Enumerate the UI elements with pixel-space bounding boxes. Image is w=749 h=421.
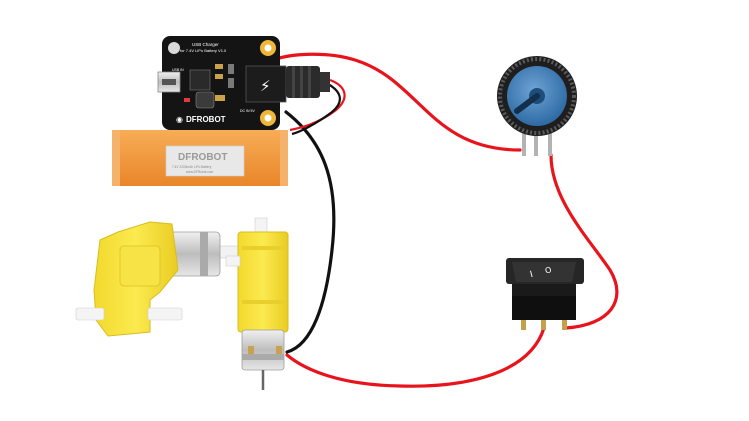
motor-right-can-band [242, 354, 284, 360]
switch-on-mark: I [529, 270, 534, 280]
switch-body-shade [512, 296, 576, 320]
pot-pin-right [548, 132, 552, 156]
mount-hole-top-left [168, 42, 180, 54]
dfrobot-logo-icon: ◉ [176, 115, 183, 124]
motor-right-side-axle [225, 255, 241, 267]
motor-right-gearbox-rib-1 [242, 246, 284, 250]
dc-barrel-ridge-1 [292, 66, 295, 98]
switch-rocker [512, 262, 576, 282]
motor-left-shaft-left [75, 307, 105, 321]
motor-right-terminal-left [248, 346, 254, 354]
switch-pin-middle [541, 314, 546, 330]
switch-pin-left [521, 314, 526, 330]
pot-pin-middle [534, 134, 538, 156]
charger-brand: DFROBOT [186, 115, 226, 124]
lightning-icon: ⚡ [260, 77, 271, 95]
battery-label [165, 145, 245, 177]
motor-left-gearbox-rib [119, 245, 161, 287]
dc-barrel-ridge-2 [300, 66, 303, 98]
status-led [184, 98, 190, 102]
smd-component-2 [215, 74, 223, 79]
dc-barrel-tip [320, 72, 330, 92]
black-wire-charger-to-motor [284, 110, 336, 354]
smd-component-4 [228, 78, 234, 88]
geared-motor-left [75, 221, 241, 337]
charger-chip [189, 69, 211, 91]
motor-left-can-band [200, 232, 208, 276]
pot-pointer [514, 93, 540, 114]
lipo-battery: DFROBOT 7.4V 2200mAh LiPo Battery www.DF… [112, 130, 288, 186]
switch-pin-right [562, 314, 567, 330]
charger-title-line1: USB Charger [192, 42, 219, 47]
mount-hole-top-right-inner [264, 44, 272, 52]
motor-left-shaft-right [147, 307, 183, 321]
rocker-switch: I O [506, 258, 584, 330]
geared-motor-right [225, 217, 289, 390]
usb-label: USB IN [172, 68, 184, 72]
potentiometer [497, 56, 577, 156]
battery-left-cap [112, 130, 120, 186]
smd-component-1 [215, 64, 223, 69]
usb-charger-board: USB Charger for 7.4V LiPo Battery V1.0 U… [157, 36, 330, 130]
switch-off-mark: O [544, 265, 552, 275]
wires [266, 52, 619, 388]
pot-pin-left [522, 132, 526, 156]
dc-label: DC IN 5V [240, 109, 255, 113]
battery-detail-line2: www.DFRobot.com [186, 170, 214, 174]
battery-right-cap [280, 130, 288, 186]
battery-detail-line1: 7.4V 2200mAh LiPo Battery [172, 165, 212, 169]
smd-component-3 [228, 64, 234, 74]
red-wire-potentiometer-to-switch [549, 153, 619, 330]
smd-component-5 [215, 95, 225, 101]
battery-lead-black [291, 83, 341, 136]
dc-barrel-ridge-3 [308, 66, 311, 98]
charger-title-line2: for 7.4V LiPo Battery V1.0 [180, 48, 227, 53]
inductor [195, 91, 215, 109]
red-wire-charger-to-potentiometer [266, 52, 522, 152]
pot-knurl-pattern [498, 57, 576, 135]
motor-right-terminal-right [276, 346, 282, 354]
mount-hole-bottom-right-inner [264, 114, 272, 122]
battery-brand: DFROBOT [178, 152, 227, 163]
red-wire-switch-to-motor [285, 326, 546, 388]
board-pcb [162, 36, 280, 130]
battery-lead-red [289, 78, 346, 132]
motor-right-gearbox-rib-2 [242, 300, 284, 304]
usb-port-slot [162, 79, 176, 85]
